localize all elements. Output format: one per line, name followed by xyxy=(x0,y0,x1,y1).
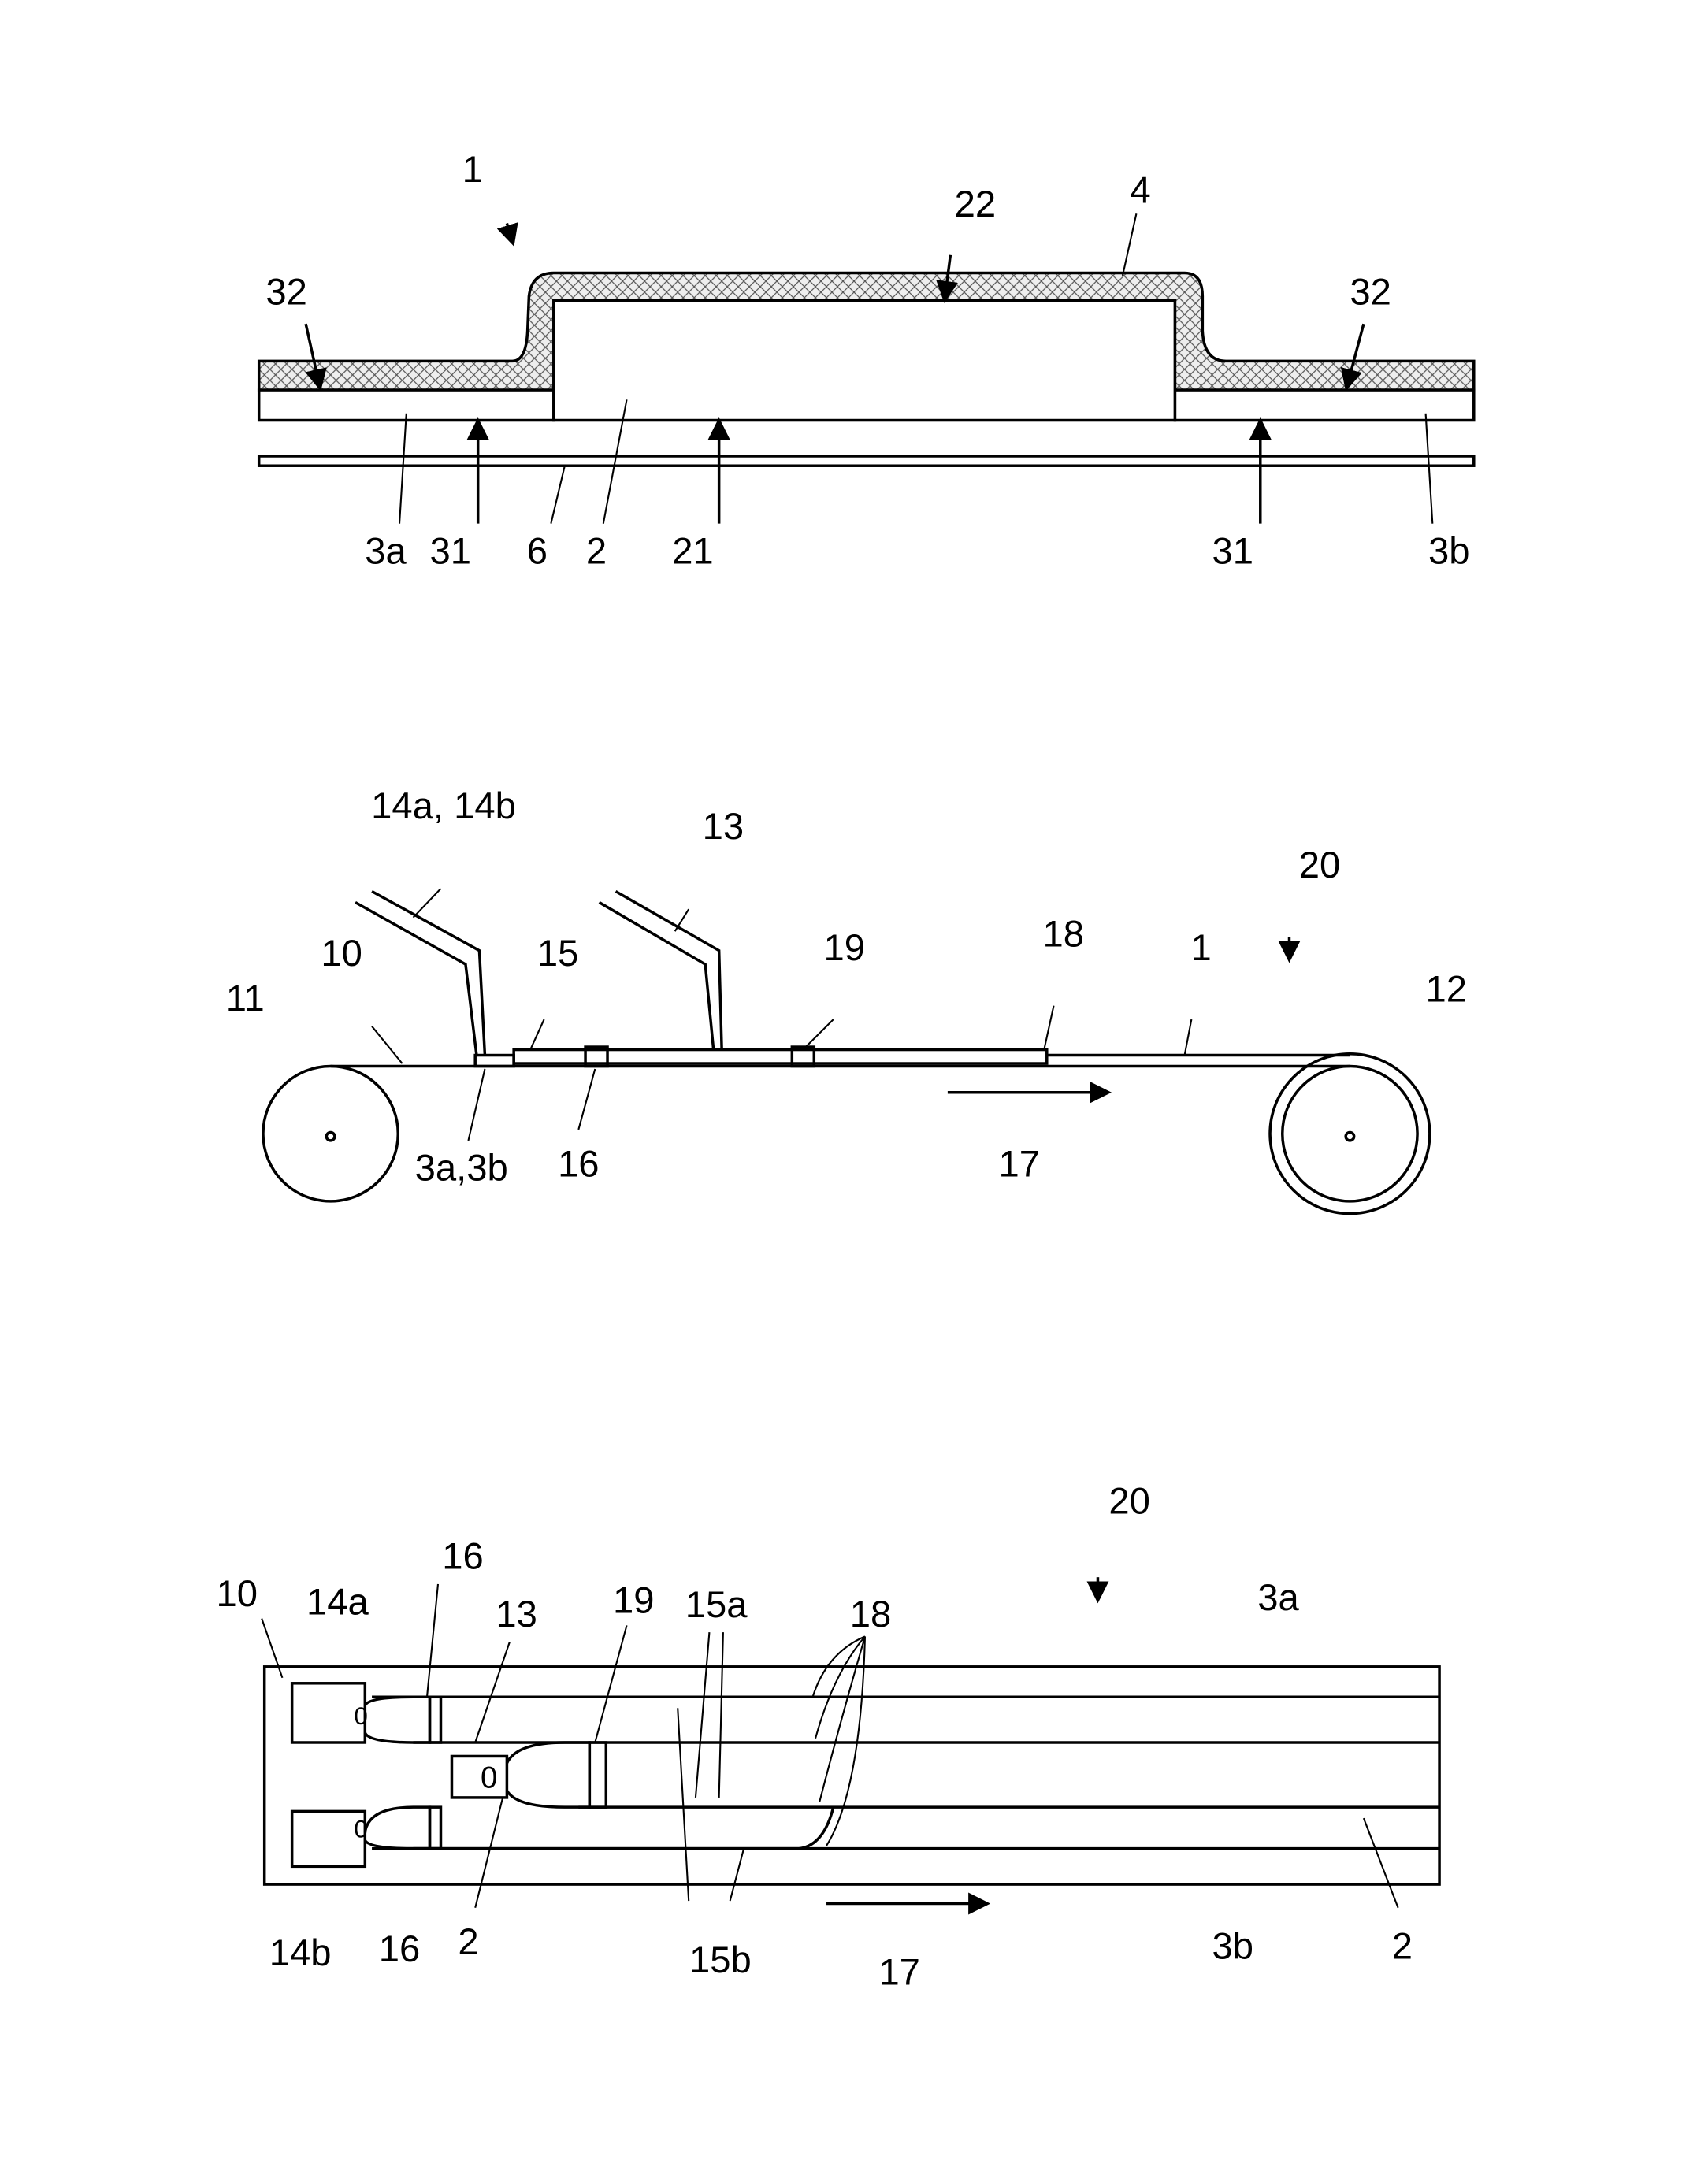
label-16: 16 xyxy=(558,1143,600,1185)
label-6: 6 xyxy=(527,530,548,572)
label-14a-14b: 14a, 14b xyxy=(371,785,516,827)
label-2: 2 xyxy=(586,530,607,572)
label-17: 17 xyxy=(999,1143,1041,1185)
nozzle-opening-13: 0 xyxy=(481,1761,497,1795)
base-layer-6 xyxy=(257,455,1476,467)
label-13: 13 xyxy=(496,1594,537,1635)
label-31-right: 31 xyxy=(1212,530,1254,572)
label-17: 17 xyxy=(878,1952,919,1994)
label-18: 18 xyxy=(850,1594,892,1635)
label-3b: 3b xyxy=(1428,530,1470,572)
web-10 xyxy=(262,1665,1441,1886)
label-16-bottom: 16 xyxy=(379,1928,421,1970)
label-20: 20 xyxy=(1108,1481,1150,1523)
nozzle-opening-14a: 0 xyxy=(354,1702,368,1730)
label-18: 18 xyxy=(1043,913,1085,955)
label-10: 10 xyxy=(216,1573,258,1615)
label-16-top: 16 xyxy=(442,1536,484,1578)
label-19: 19 xyxy=(824,927,866,969)
label-13: 13 xyxy=(703,806,744,848)
label-15b: 15b xyxy=(689,1939,752,1981)
label-1: 1 xyxy=(462,149,483,191)
core-2 xyxy=(552,299,1177,422)
strip-15 xyxy=(512,1048,1049,1065)
nozzle-14 xyxy=(355,889,487,1056)
label-20: 20 xyxy=(1299,844,1340,886)
label-3a: 3a xyxy=(1257,1577,1299,1619)
label-14b: 14b xyxy=(269,1932,332,1974)
figure-top-view: 0 0 0 20 10 14a 16 13 19 15a 18 3a 14b 1… xyxy=(216,1481,1441,1994)
label-32-left: 32 xyxy=(265,272,307,314)
label-15: 15 xyxy=(537,933,579,974)
nozzle-13 xyxy=(450,1754,509,1799)
figure-cross-section: 1 22 4 32 32 3a 31 6 2 21 31 3b xyxy=(257,149,1476,572)
nozzle-opening-14b: 0 xyxy=(354,1816,368,1843)
nozzle-14b xyxy=(290,1809,367,1869)
label-10: 10 xyxy=(321,933,362,974)
label-2-left: 2 xyxy=(458,1921,478,1963)
label-3b: 3b xyxy=(1212,1925,1254,1967)
label-19: 19 xyxy=(613,1580,655,1622)
figure-side-view: 14a, 14b 13 20 10 15 19 18 1 11 12 3a,3b… xyxy=(226,785,1468,1215)
label-3a: 3a xyxy=(365,530,407,572)
label-4: 4 xyxy=(1131,169,1151,211)
label-3a-3b: 3a,3b xyxy=(415,1148,508,1189)
nozzle-14a xyxy=(290,1682,367,1744)
label-31-left: 31 xyxy=(429,530,471,572)
label-21: 21 xyxy=(672,530,714,572)
label-14a: 14a xyxy=(306,1581,369,1623)
nozzle-13 xyxy=(598,889,723,1050)
label-32-right: 32 xyxy=(1350,272,1391,314)
roll-11 xyxy=(262,1064,400,1203)
label-1: 1 xyxy=(1190,927,1211,969)
strip-3b xyxy=(1173,388,1476,422)
label-15a: 15a xyxy=(685,1584,748,1626)
roll-12 xyxy=(1268,1052,1431,1215)
label-12: 12 xyxy=(1426,968,1468,1010)
label-2-right: 2 xyxy=(1392,1925,1413,1967)
label-22: 22 xyxy=(955,184,997,225)
label-11: 11 xyxy=(226,978,265,1020)
